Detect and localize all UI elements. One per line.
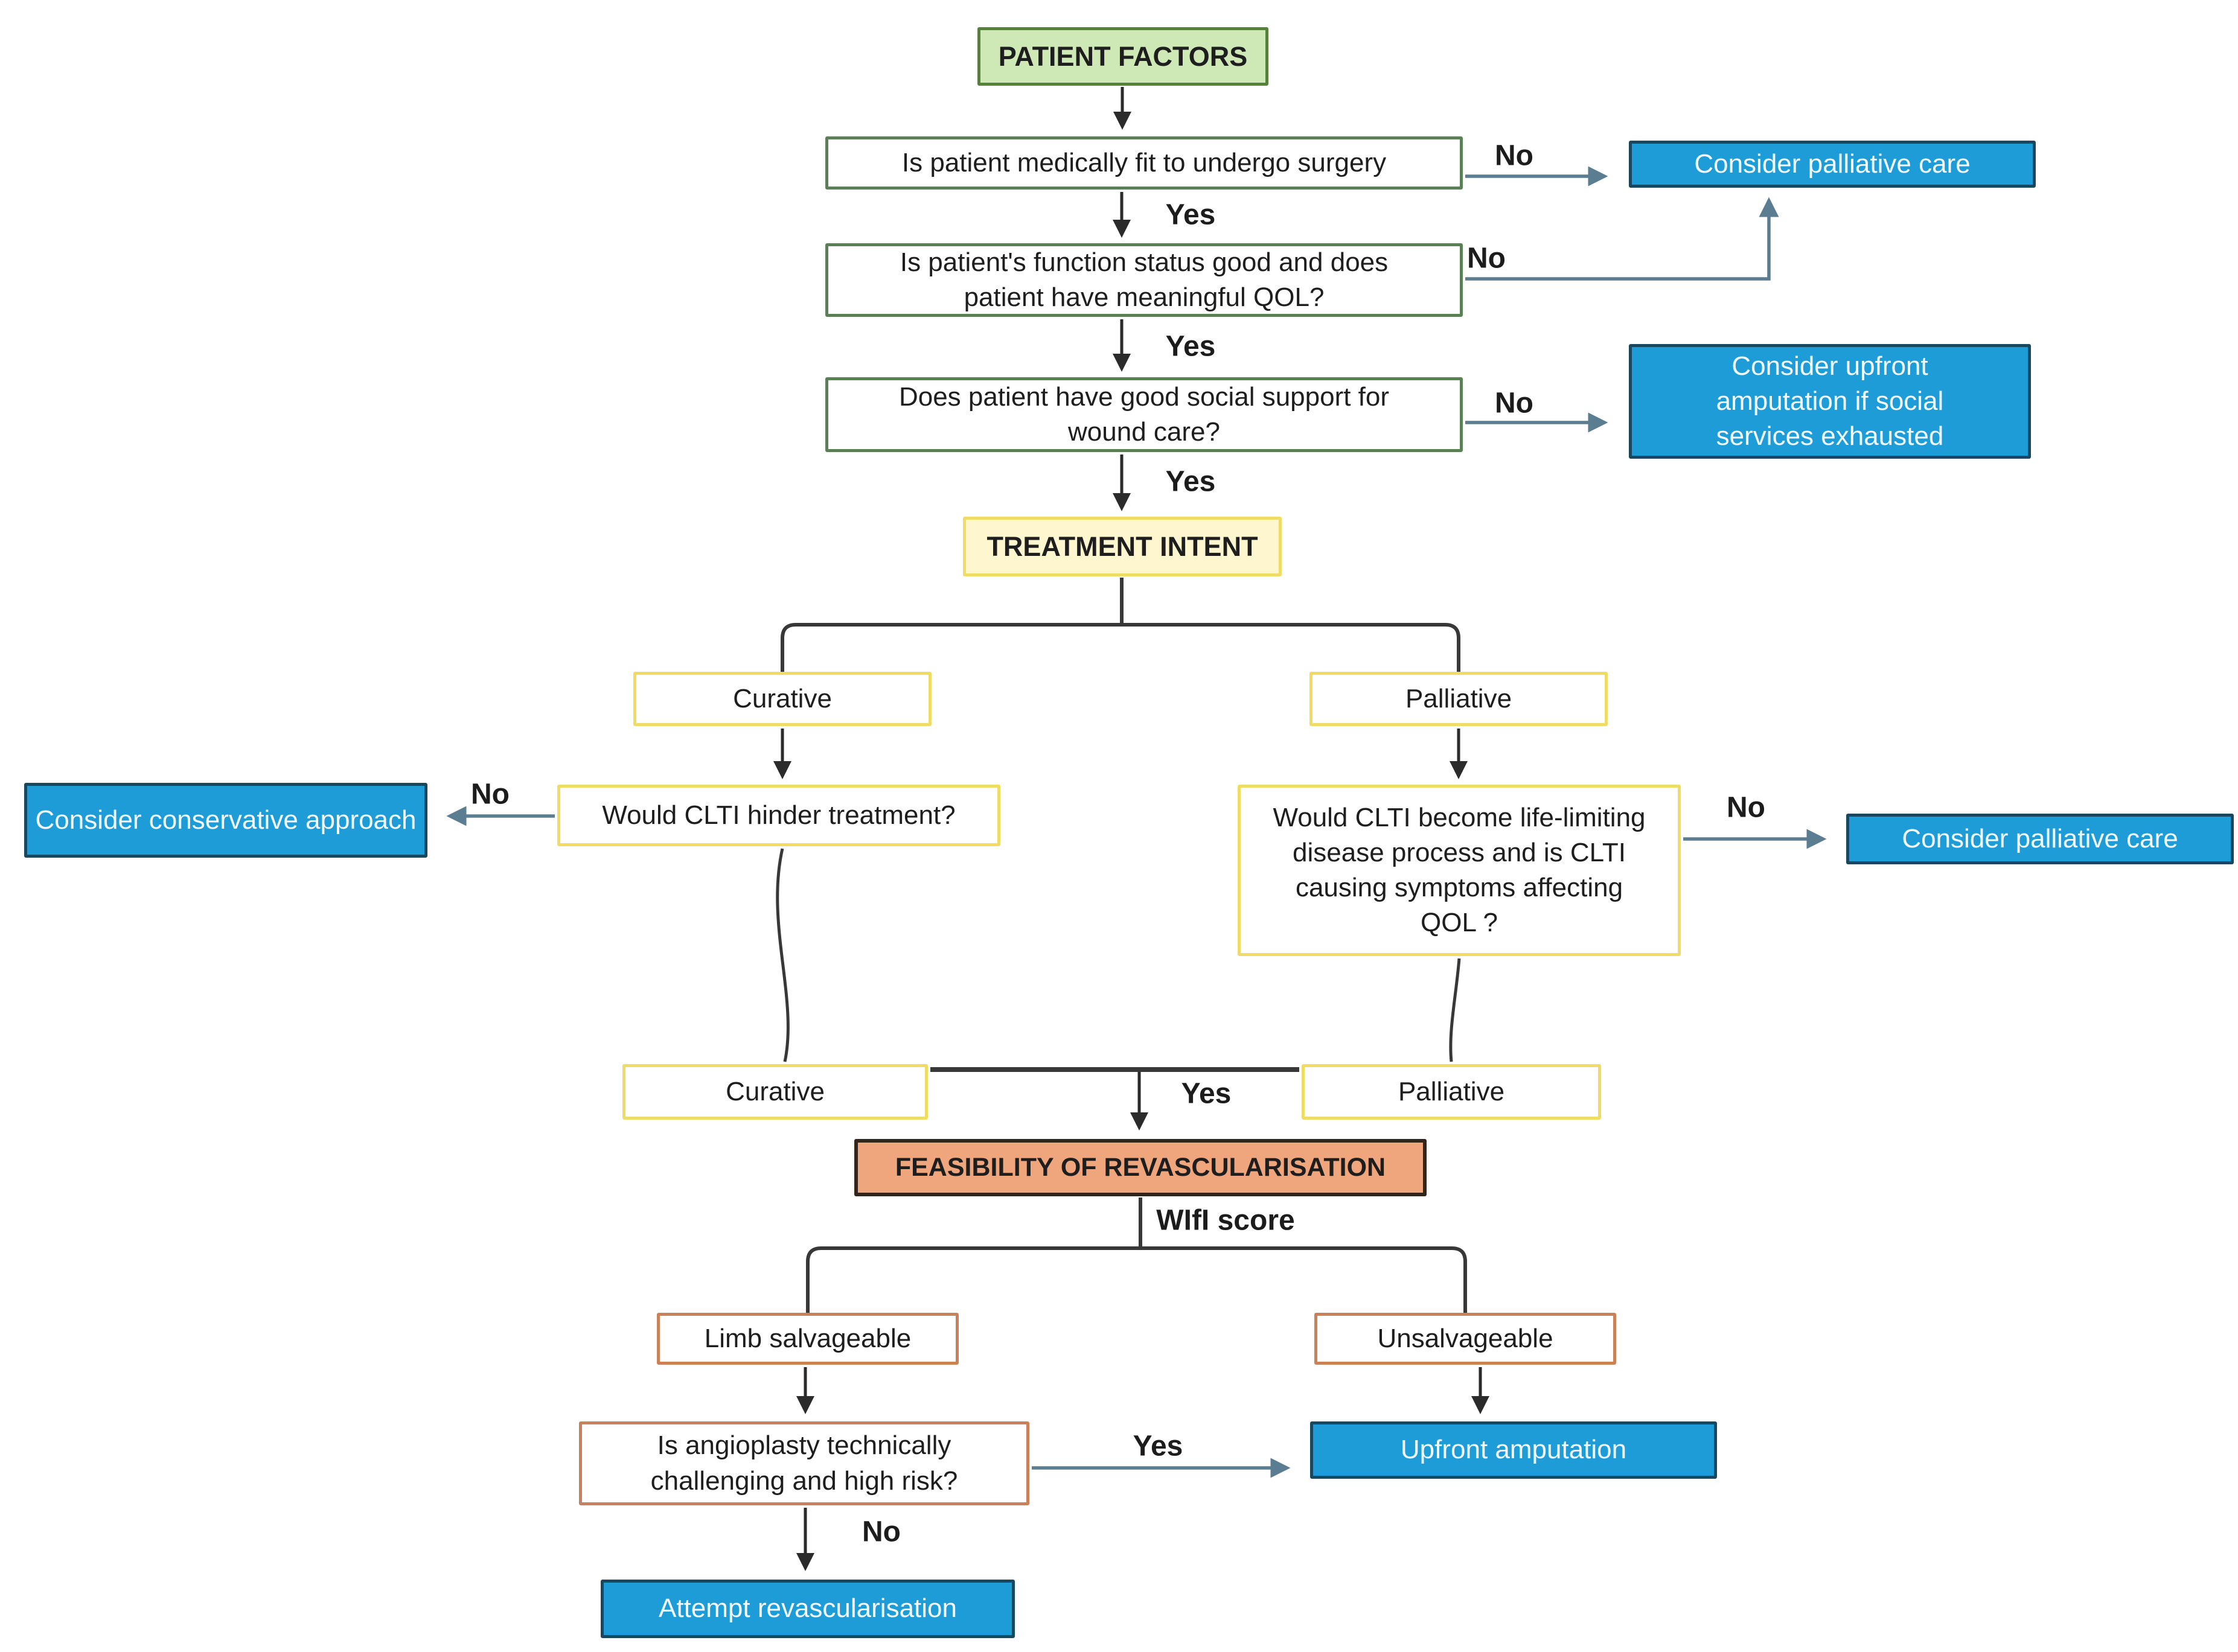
node-unsalvageable: Unsalvageable xyxy=(1314,1313,1616,1365)
node-treatment-intent: TREATMENT INTENT xyxy=(963,517,1282,576)
node-upfront-amputation: Upfront amputation xyxy=(1310,1421,1717,1479)
node-feasibility-of-revascularisation: FEASIBILITY OF REVASCULARISATION xyxy=(854,1139,1427,1196)
label-wifi-score: WIfI score xyxy=(1156,1204,1295,1237)
node-curative-top: Curative xyxy=(633,672,932,726)
node-q-angioplasty: Is angioplasty technically challenging a… xyxy=(579,1421,1029,1505)
node-limb-salvageable: Limb salvageable xyxy=(657,1313,959,1365)
node-patient-factors: PATIENT FACTORS xyxy=(977,27,1268,86)
label-yes-q2: Yes xyxy=(1165,330,1216,363)
label-no-q3: No xyxy=(1495,387,1533,419)
arrow-q2-no xyxy=(1465,197,1779,281)
label-no-lifelimiting: No xyxy=(1727,791,1765,824)
line-wifi-branch xyxy=(806,1246,1467,1315)
node-palliative-top: Palliative xyxy=(1309,672,1608,726)
node-palliative-bottom: Palliative xyxy=(1302,1064,1601,1120)
node-q-clti-lifelimiting: Would CLTI become life-limiting disease … xyxy=(1238,785,1681,956)
label-yes-q1: Yes xyxy=(1165,199,1216,231)
node-consider-palliative-care-mid: Consider palliative care xyxy=(1846,814,2234,864)
node-q-clti-hinder: Would CLTI hinder treatment? xyxy=(557,785,1000,846)
line-treatment-intent-branch xyxy=(781,623,1460,674)
curve-hinder-to-curative2 xyxy=(776,848,790,1062)
node-q-social-support: Does patient have good social support fo… xyxy=(825,377,1463,452)
label-no-angioplasty: No xyxy=(862,1516,901,1548)
node-curative-bottom: Curative xyxy=(622,1064,928,1120)
node-q-medically-fit: Is patient medically fit to undergo surg… xyxy=(825,136,1463,190)
node-q-function-status: Is patient's function status good and do… xyxy=(825,243,1463,317)
label-yes-feasibility: Yes xyxy=(1181,1077,1232,1110)
label-yes-angioplasty: Yes xyxy=(1133,1430,1183,1462)
label-no-hinder: No xyxy=(471,778,510,811)
label-no-q1: No xyxy=(1495,139,1533,172)
label-yes-q3: Yes xyxy=(1165,465,1216,498)
node-consider-conservative-approach: Consider conservative approach xyxy=(24,783,427,858)
label-no-q2: No xyxy=(1467,242,1506,275)
node-attempt-revascularisation: Attempt revascularisation xyxy=(601,1580,1015,1638)
curve-lifelimiting-to-palliative2 xyxy=(1449,958,1461,1062)
node-consider-upfront-amputation-social: Consider upfront amputation if social se… xyxy=(1629,344,2031,459)
node-consider-palliative-care-top: Consider palliative care xyxy=(1629,141,2036,188)
